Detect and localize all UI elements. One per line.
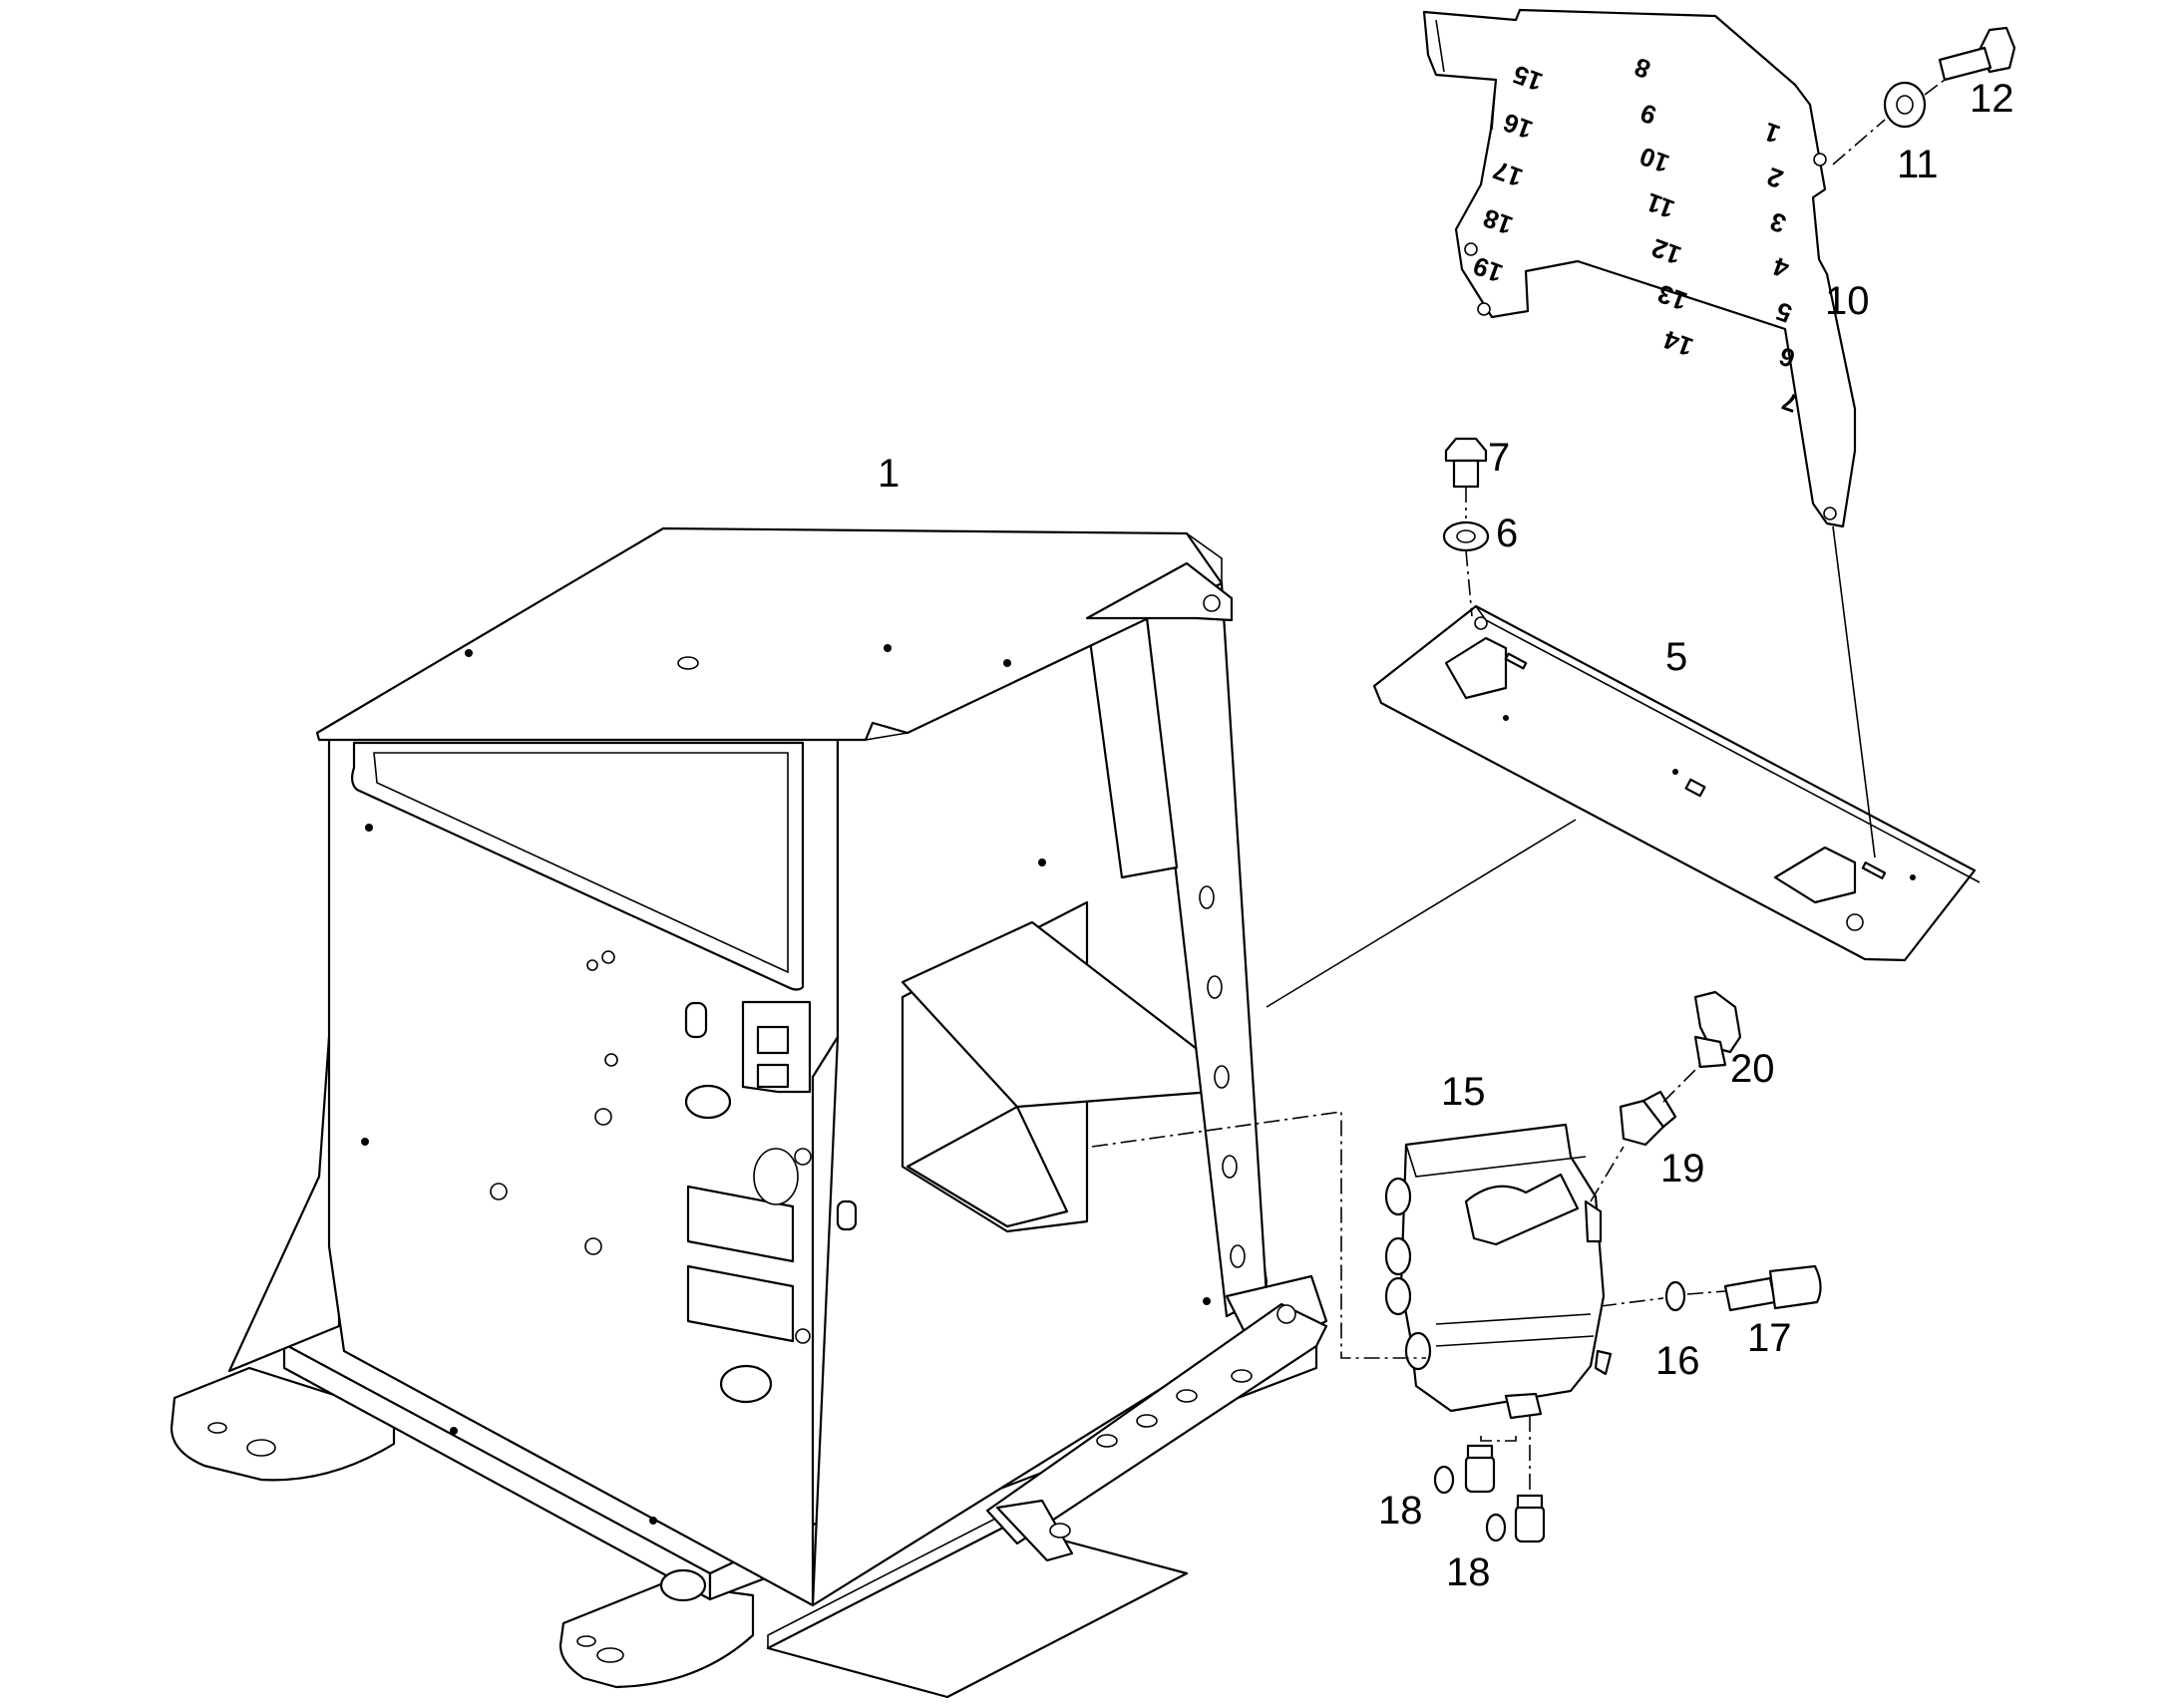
part-1-main-frame[interactable] — [170, 526, 1328, 1699]
callout-7: 7 — [1488, 436, 1510, 480]
part-6-washer[interactable] — [1442, 520, 1490, 552]
callout-1: 1 — [878, 452, 900, 496]
callout-16: 16 — [1655, 1339, 1700, 1383]
axis-line-15-18 — [1480, 1416, 1531, 1491]
callout-17: 17 — [1747, 1316, 1792, 1360]
callout-10: 10 — [1825, 279, 1870, 323]
axis-line-1-5 — [1266, 819, 1577, 1008]
part-18-fitting-upper[interactable] — [1433, 1444, 1496, 1495]
part-16-seal-washer[interactable] — [1664, 1280, 1686, 1312]
plate-stamp-14: 14 — [1659, 324, 1697, 362]
axis-line-15-20 — [1590, 1064, 1701, 1202]
callout-6: 6 — [1496, 512, 1518, 555]
part-12-screw[interactable] — [1938, 26, 2016, 82]
part-20-elbow-fitting[interactable] — [1693, 990, 1742, 1069]
callout-20: 20 — [1730, 1047, 1775, 1091]
axis-line-15-17 — [1600, 1290, 1726, 1307]
part-7-bolt[interactable] — [1444, 437, 1488, 489]
part-15-valve-block[interactable] — [1384, 1123, 1613, 1420]
part-17-plug[interactable] — [1723, 1264, 1822, 1312]
axis-line-6-7 — [1465, 487, 1473, 617]
callout-11: 11 — [1897, 143, 1939, 186]
callout-18-upper: 18 — [1378, 1489, 1423, 1533]
callout-19: 19 — [1660, 1147, 1705, 1191]
axis-line-1-15 — [1091, 1111, 1426, 1359]
callout-5: 5 — [1665, 635, 1687, 679]
callout-18-lower: 18 — [1446, 1550, 1491, 1594]
part-5-mounting-bracket[interactable] — [1372, 604, 1981, 962]
callout-15: 15 — [1441, 1070, 1486, 1114]
part-19-adapter[interactable] — [1619, 1090, 1677, 1147]
callout-12: 12 — [1970, 77, 2014, 121]
axis-line-10-12 — [1832, 79, 1946, 166]
part-11-washer[interactable] — [1883, 81, 1927, 129]
axis-line-10-5 — [1832, 525, 1876, 858]
part-18-fitting-lower[interactable] — [1485, 1494, 1546, 1543]
